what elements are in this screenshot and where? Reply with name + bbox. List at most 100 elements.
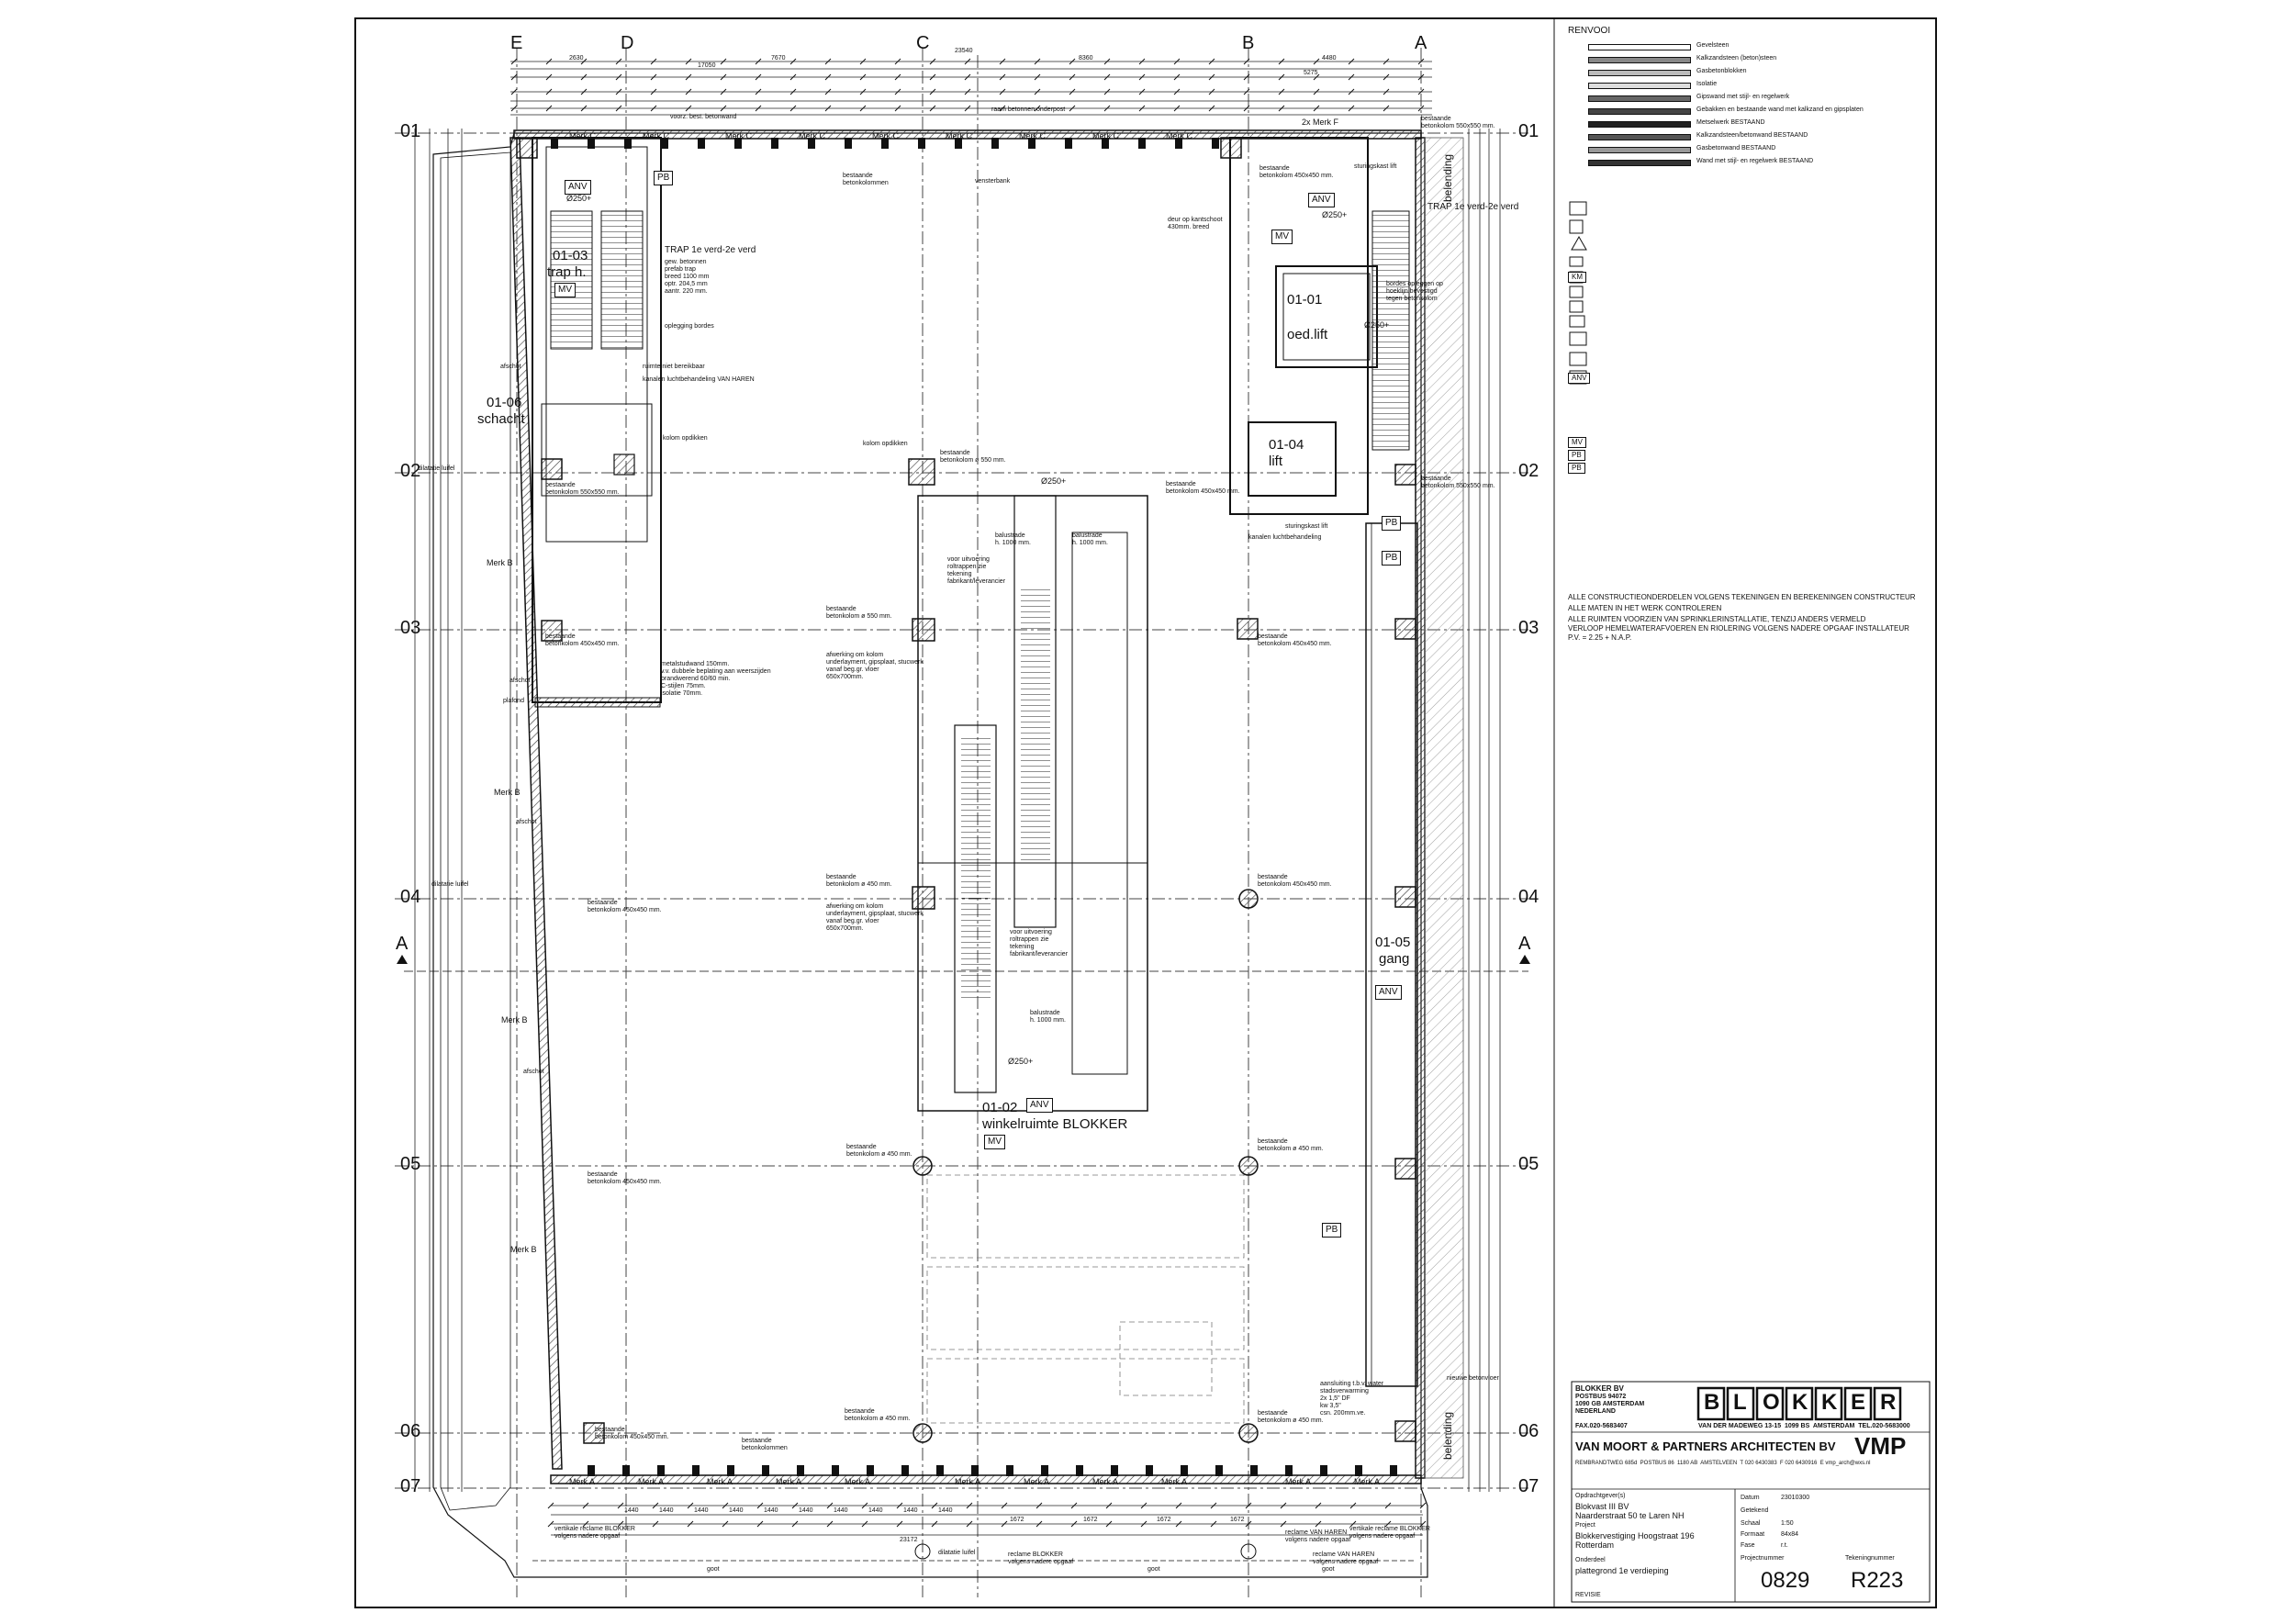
dimension-tick [859,105,867,112]
room-id-trap: 01-03 [553,248,588,263]
grid-number-03-right: 03 [1518,618,1539,638]
dimension-tick [756,1502,764,1509]
dim-bottom-1: 1440 [624,1507,639,1514]
raam-betonnen: raam betonnen onderpost [991,106,1066,113]
kolom-opdikken: kolom opdikken [663,435,708,442]
escalator-1 [1013,495,1057,928]
dimension-tick [789,58,797,65]
dimension-tick [755,58,762,65]
grid-letter-A: A [1415,33,1427,53]
dimension-tick [720,73,727,81]
kolom-note-trap: bestaande betonkolom 550x550 mm. [545,482,620,496]
mullion-south [1355,1465,1362,1476]
legend-swatch [1588,160,1691,166]
merk-a-7: Merk A [1024,1477,1050,1486]
dimension-tick [1001,1502,1008,1509]
sturingskast-2: sturingskast lift [1285,523,1328,530]
dimension-tick [545,88,553,95]
legend-swatch [1588,83,1691,89]
kolom-opdikken-c: kolom opdikken [863,441,908,447]
legend-swatch [1588,121,1691,128]
dimension-tick [650,105,657,112]
dimension-tick [1349,1520,1357,1528]
dimension-tick [615,105,622,112]
dimension-tick [1315,1502,1322,1509]
lift-shaft-1 [1275,265,1378,368]
merk-a-4: Merk A [776,1477,802,1486]
dim-bottom-8: 1440 [868,1507,883,1514]
legend-row: Gasbetonwand BESTAAND [1588,143,1891,156]
dimension-tick [1278,73,1285,81]
dimension-tick [1173,105,1181,112]
mullion-north [845,138,852,149]
lift-shaft-2 [1248,421,1337,497]
dimension-tick [510,73,518,81]
dimension-tick [615,73,622,81]
getekend-label: Getekend [1741,1507,1769,1514]
dimension-tick [1210,1502,1217,1509]
dimension-tick [720,105,727,112]
dimension-tick [931,1520,938,1528]
facade-wall-south [550,1474,1422,1484]
mullion-south [867,1465,874,1476]
legend-swatch [1588,134,1691,140]
roltrap-note-1: voor uitvoering roltrappen zie tekening … [947,556,1006,585]
kolom-note-b5: bestaande betonkolom ø 450 mm. [1258,1410,1324,1424]
dimension-tick [1036,1502,1043,1509]
client-street: VAN DER MADEWEG 13-15 1099 BS AMSTERDAM … [1698,1423,1910,1429]
mullion-south [1006,1465,1013,1476]
mullion-north [1065,138,1072,149]
dimension-tick [826,1502,834,1509]
dimension-tick [1419,1520,1427,1528]
merk-a-11: Merk A [1354,1477,1381,1486]
kanalen-vanharen: kanalen luchtbehandeling VAN HAREN [643,376,755,383]
kolom-note-c4: bestaande betonkolom ø 450 mm. [846,1144,912,1158]
dimension-tick [1313,105,1320,112]
logo-letter: K [1821,1390,1838,1415]
grid-number-06-left: 06 [400,1421,421,1441]
badge-anv-gang: ANV [1375,985,1402,1000]
logo-letter: L [1733,1390,1747,1415]
client-name: BLOKKER BV [1575,1384,1624,1393]
afschot-2: afschot [509,678,531,684]
badge-pb-trap: PB [654,171,674,185]
legend-label: Kalkzandsteen (beton)steen [1696,55,1777,62]
deur-kantoor: deur op kantschoot 430mm. breed [1168,217,1223,230]
dim-top-4: 17050 [698,62,716,69]
section-marker-left: A [396,934,409,954]
dim-top-1: 7670 [771,55,786,62]
room-id-lift-1: 01-01 [1287,292,1323,308]
dimension-tick [1138,73,1146,81]
merk-c-7: Merk C [1019,131,1046,140]
room-name-lift-2: lift [1269,454,1282,469]
formaat-label: Formaat [1741,1531,1765,1538]
dimension-tick [999,88,1006,95]
grid-number-03-left: 03 [400,618,421,638]
dimension-tick [510,88,518,95]
legend-row: Wand met stijl- en regelwerk BESTAAND [1588,156,1891,169]
dimension-tick [650,88,657,95]
dimension-tick [1417,105,1425,112]
mullion-south [692,1465,700,1476]
legend-swatch [1588,95,1691,102]
dimension-tick [1245,1502,1252,1509]
merk-b-1: Merk B [487,558,513,567]
dimension-tick [859,58,867,65]
grid-number-05-left: 05 [400,1154,421,1174]
dimension-tick [1243,88,1250,95]
grid-letter-C: C [916,33,930,53]
dimension-tick [685,88,692,95]
blokker-logo-boxes [1696,1386,1902,1421]
grid-number-07-left: 07 [400,1476,421,1496]
logo-letter: B [1704,1390,1720,1415]
legend-label: Gasbetonwand BESTAAND [1696,145,1776,151]
room-id-winkel: 01-02 [982,1100,1018,1115]
dimension-tick [1069,58,1076,65]
dimension-tick [1138,105,1146,112]
merk-a-5: Merk A [845,1477,871,1486]
dimension-tick [824,105,832,112]
legend-label: Kalkzandsteen/betonwand BESTAAND [1696,132,1808,139]
legend-row: Isolatie [1588,79,1891,92]
dimension-tick [1103,73,1111,81]
